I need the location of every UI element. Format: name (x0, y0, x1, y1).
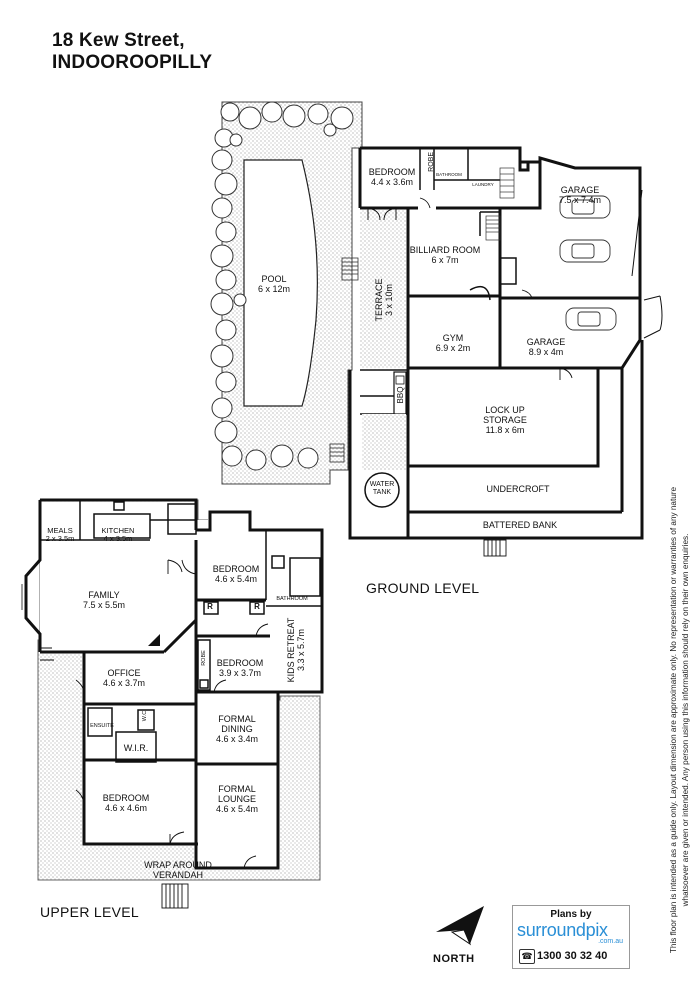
room-label-wc: W.C (142, 710, 148, 722)
room-label-wir: W.I.R. (123, 743, 149, 753)
robe-marker-1: R (207, 602, 213, 611)
room-label-laundry: LAUNDRY (472, 182, 494, 187)
pool (243, 159, 318, 407)
disclaimer-line-1: This floor plan is intended as a guide o… (669, 486, 678, 954)
stairwell-mark (148, 634, 160, 646)
brand-domain: .com.au (598, 938, 623, 945)
telephone-icon: ☎ (519, 949, 535, 964)
garden-trees (210, 101, 354, 471)
water-tank (364, 472, 400, 508)
upper-doors (40, 559, 269, 869)
north-label: NORTH (433, 953, 475, 965)
robe-marker-2: R (254, 602, 260, 611)
room-label-ground-robe: ROBE (428, 152, 435, 172)
ground-level-heading: GROUND LEVEL (366, 580, 480, 596)
address-line-2: INDOOROOPILLY (52, 52, 213, 73)
car-icons (559, 195, 617, 331)
room-label-upper-bathroom: BATHROOM (276, 596, 308, 602)
plans-by-label: Plans by (550, 909, 592, 920)
front-stairs-upper (161, 883, 189, 909)
room-label-ground-bathroom: BATHROOM (436, 172, 462, 177)
room-label-ensuite: ENSUITE (90, 723, 114, 729)
pool-steps (329, 257, 359, 463)
upper-walls (24, 498, 324, 870)
brand-name: surroundpix (517, 920, 608, 940)
address-line-1: 18 Kew Street, (52, 30, 185, 51)
disclaimer-line-2: whatsoever are given or intended. Any pe… (681, 533, 690, 907)
ground-walls (348, 146, 644, 540)
surroundpix-logo: Plans by surroundpix .com.au ☎ 1300 30 3… (512, 905, 630, 969)
room-label-battered-bank: BATTERED BANK (482, 520, 558, 530)
room-label-upper-robe: ROBE (201, 650, 207, 666)
internal-stairs (485, 167, 515, 241)
upper-inner-walls (40, 500, 322, 763)
terrace (360, 208, 408, 368)
disclaimer: This floor plan is intended as a guide o… (669, 470, 690, 970)
garage-doors (631, 189, 663, 339)
room-label-undercroft: UNDERCROFT (486, 484, 550, 494)
ground-doors (367, 197, 573, 380)
front-stairs-ground (483, 539, 507, 557)
ground-level-plan (210, 101, 663, 557)
room-label-bbq: BBQ (396, 386, 405, 404)
north-arrow-icon (436, 906, 484, 946)
upper-level-plan (21, 498, 324, 909)
upper-level-heading: UPPER LEVEL (40, 904, 140, 920)
phone-number: 1300 30 32 40 (537, 950, 608, 962)
